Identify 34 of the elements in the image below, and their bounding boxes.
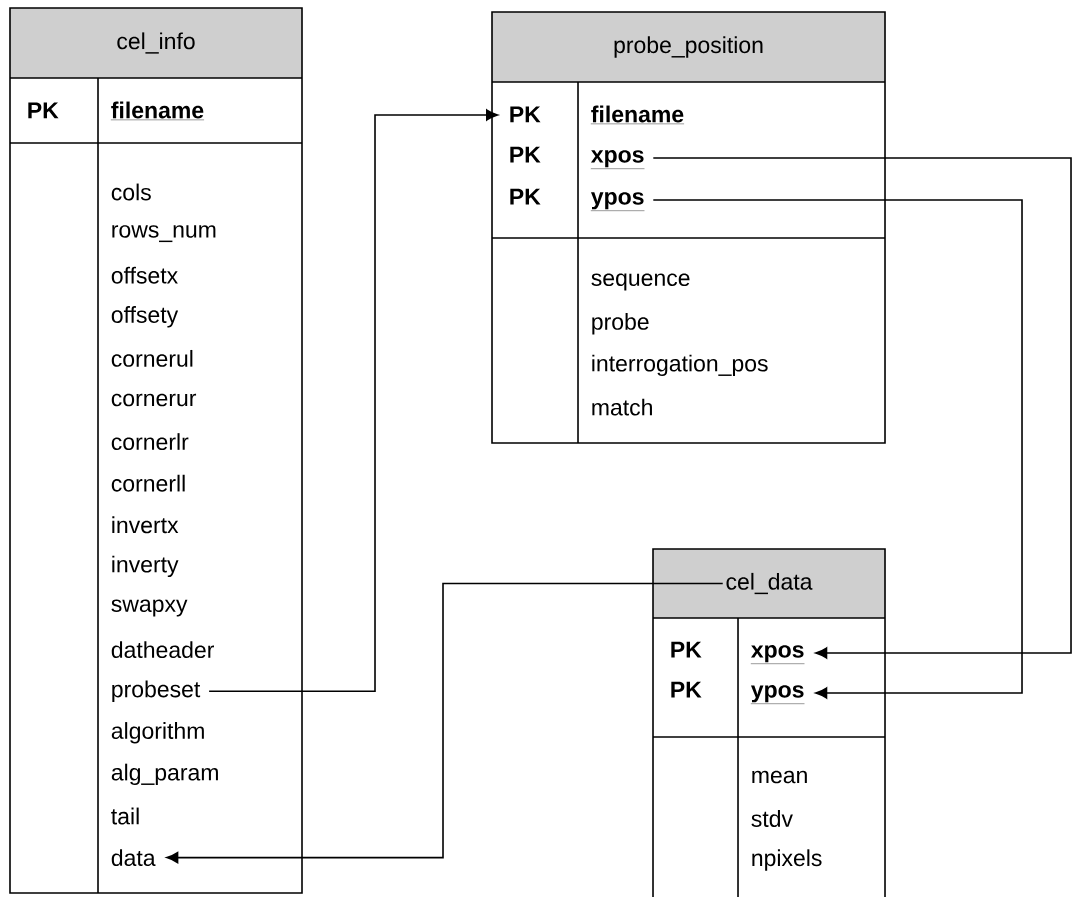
attribute-row: offsety: [111, 306, 179, 328]
attribute-row: cornerll: [111, 474, 185, 492]
primary-key-row: PK filename: [28, 101, 205, 121]
attribute-row: alg_param: [111, 763, 218, 786]
relationship-line: [652, 199, 1023, 699]
attribute-row: match: [592, 398, 652, 416]
relationship-line: [208, 109, 499, 692]
attribute-row: probeset: [112, 680, 201, 702]
attribute-row: algorithm: [111, 722, 204, 744]
attribute-row: tail: [111, 807, 139, 825]
attribute-row: interrogation_pos: [592, 354, 768, 377]
attribute-row: cornerur: [111, 393, 197, 407]
primary-key-row: PK xpos: [510, 146, 645, 169]
attribute-row: cornerlr: [111, 433, 189, 451]
attribute-row: cornerul: [111, 349, 193, 367]
attribute-row: invertx: [112, 516, 179, 534]
attribute-row: sequence: [591, 273, 690, 291]
relationship-line: [166, 582, 724, 864]
attribute-row: probe: [592, 313, 649, 335]
attribute-row: offsetx: [111, 266, 178, 284]
primary-key-row: PK ypos: [671, 681, 805, 704]
primary-key-row: PK xpos: [671, 641, 805, 664]
attribute-row: rows_num: [112, 225, 216, 243]
attribute-row: swapxy: [111, 599, 188, 617]
relationship-line: [652, 157, 1072, 659]
attribute-row: cols: [111, 183, 151, 201]
attribute-row: datheader: [111, 641, 214, 659]
attribute-row: mean: [752, 770, 807, 784]
primary-key-row: PK ypos: [510, 188, 645, 211]
attribute-row: inverty: [112, 555, 179, 578]
attribute-row: stdv: [751, 810, 793, 827]
primary-key-row: PK filename: [510, 105, 685, 125]
attribute-row: npixels: [752, 849, 822, 871]
attribute-row: data: [111, 849, 156, 867]
